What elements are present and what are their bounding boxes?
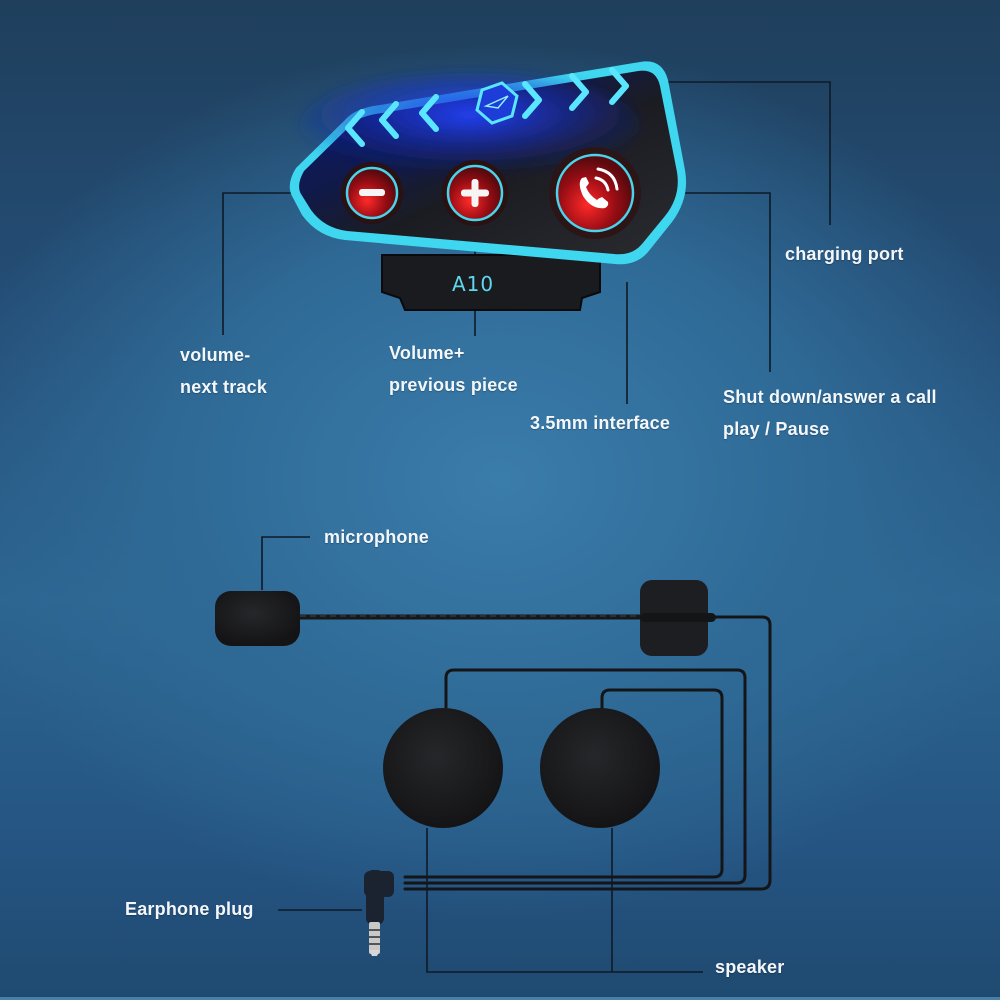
earphone-plug-graphic (364, 870, 394, 956)
microphone-assembly (215, 580, 716, 656)
microphone-foam (215, 591, 300, 646)
callout-volume-plus-line1: Volume+ (389, 343, 465, 363)
callout-3-5mm-interface: 3.5mm interface (530, 413, 671, 433)
chevron-arrows-icon (345, 67, 629, 147)
call-button-graphic (549, 147, 641, 239)
callout-microphone: microphone (324, 527, 430, 547)
callout-call-button: Shut down/answer a call play / Pause (723, 381, 937, 445)
callout-earphone-plug: Earphone plug (125, 899, 254, 919)
volume-plus-button-graphic (442, 160, 508, 226)
led-glow (300, 73, 640, 177)
call-button[interactable] (549, 147, 641, 239)
callout-call-line1: Shut down/answer a call (723, 387, 937, 407)
phone-icon (579, 167, 619, 209)
speaker-cables (403, 615, 772, 891)
right-speaker-foam (540, 708, 660, 828)
device-mount-tab (381, 254, 601, 311)
device-model-label: A10 (452, 272, 495, 296)
callout-volume-plus-line2: previous piece (389, 375, 518, 395)
volume-minus-button-graphic (341, 162, 403, 224)
callout-volume-minus: volume- next track (180, 339, 267, 403)
minus-icon (359, 189, 385, 196)
callout-volume-minus-line2: next track (180, 377, 268, 397)
callout-speaker: speaker (715, 957, 785, 977)
volume-minus-button[interactable] (341, 162, 403, 224)
plus-icon (461, 179, 489, 207)
volume-plus-button[interactable] (442, 160, 508, 226)
callout-call-line2: play / Pause (723, 419, 830, 439)
callout-charging-port: charging port (785, 244, 904, 264)
leader-lines-bottom (261, 536, 703, 973)
left-speaker-foam (383, 708, 503, 828)
hexagon-logo-icon (475, 81, 519, 125)
callout-volume-minus-line1: volume- (180, 345, 251, 365)
callout-volume-plus: Volume+ previous piece (389, 337, 518, 401)
